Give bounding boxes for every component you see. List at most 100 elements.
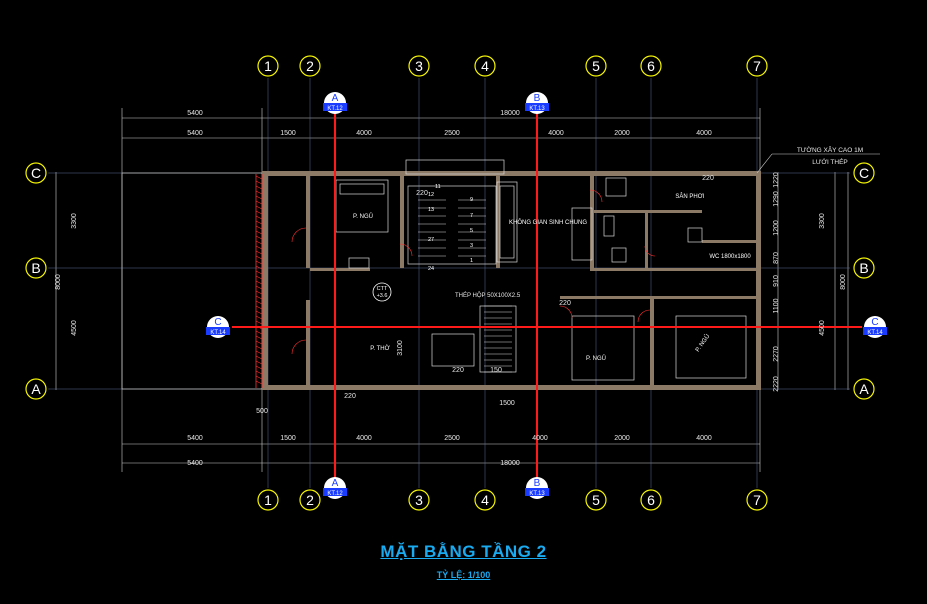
hatch-line xyxy=(255,360,263,365)
hatch-line xyxy=(255,255,263,260)
grid-axis-label: A xyxy=(859,381,869,397)
dim-bottom-1: 5400 xyxy=(187,435,203,442)
dim-top-6: 2000 xyxy=(614,130,630,137)
section-marker-c-left: C KT.14 xyxy=(206,316,230,338)
dim-misc-5: 220 xyxy=(559,300,571,307)
dim-right-inner-6: 1100 xyxy=(773,298,780,313)
grid-axis-bubble: 4 xyxy=(474,55,496,77)
grid-axis-label: C xyxy=(859,165,869,181)
stair-number: 27 xyxy=(428,237,434,243)
balcony-railing xyxy=(255,174,263,388)
stair-numbers: 11 12 13 27 24 9 7 5 3 1 xyxy=(428,184,473,272)
hatch-line xyxy=(255,295,263,300)
hatch-line xyxy=(255,310,263,315)
hatch-line xyxy=(255,340,263,345)
room-bedroom-1: P. NGỦ xyxy=(353,213,373,220)
hatch-line xyxy=(255,200,263,205)
dim-left-2: 8000 xyxy=(55,274,62,290)
stair-number: 3 xyxy=(470,243,473,249)
annotations: TƯỜNG XÂY CAO 1M LƯỚI THÉP THÉP HỘP 50X1… xyxy=(372,145,880,302)
grid-axis-bubble: 6 xyxy=(640,55,662,77)
section-ref: KT.13 xyxy=(529,106,545,112)
grid-axis-label: 1 xyxy=(264,58,272,74)
dim-right-inner-5: 910 xyxy=(773,275,780,287)
dim-bottom-total-1: 5400 xyxy=(187,460,203,467)
section-letter: C xyxy=(214,317,221,328)
hatch-line xyxy=(255,355,263,360)
grid-axis-bubble: 3 xyxy=(408,489,430,511)
hatch-line xyxy=(255,335,263,340)
dimension-lines xyxy=(55,108,849,472)
hatch-line xyxy=(255,375,263,380)
dim-top-4: 2500 xyxy=(444,130,460,137)
wall-note-line-1: TƯỜNG XÂY CAO 1M xyxy=(797,145,863,154)
grid-axis-label: 7 xyxy=(753,58,761,74)
dim-misc-2: 220 xyxy=(702,175,714,182)
grid-axis-bubble: 1 xyxy=(257,55,279,77)
grid-axis-bubble: 5 xyxy=(585,55,607,77)
stair-number: 7 xyxy=(470,213,473,219)
stair-number: 12 xyxy=(428,192,434,198)
section-marker-c-right: C KT.14 xyxy=(863,316,887,338)
dim-right-inner-1: 1220 xyxy=(773,172,780,188)
section-letter: B xyxy=(534,93,541,104)
hatch-line xyxy=(255,265,263,270)
dim-misc-1: 220 xyxy=(416,190,428,197)
grid-axis-label: 4 xyxy=(481,58,489,74)
hatch-line xyxy=(255,365,263,370)
grid-axis-label: C xyxy=(31,165,41,181)
hatch-line xyxy=(255,185,263,190)
grid-axis-bubble: 7 xyxy=(746,489,768,511)
hatch-line xyxy=(255,240,263,245)
dim-left-3: 4500 xyxy=(71,320,78,336)
hatch-line xyxy=(255,205,263,210)
hatch-line xyxy=(255,245,263,250)
hatch-line xyxy=(255,260,263,265)
grid-axis-label: 6 xyxy=(647,58,655,74)
dimension-texts: 5400 18000 5400 1500 4000 2500 4000 2000… xyxy=(55,110,847,467)
room-wc-note: WC 1800x1800 xyxy=(709,254,751,260)
section-ref: KT.12 xyxy=(327,106,343,112)
room-labels: P. NGỦ KHÔNG GIAN SINH CHUNG SÂN PHƠI P.… xyxy=(353,193,751,362)
section-marker-b-bottom: B KT.13 xyxy=(525,477,549,499)
grid-axis-bubble: A xyxy=(25,378,47,400)
room-balcony: SÂN PHƠI xyxy=(675,193,704,200)
dim-top-total-1: 5400 xyxy=(187,110,203,117)
section-ref: KT.12 xyxy=(327,491,343,497)
section-marker-a-top: A KT.12 xyxy=(323,92,347,114)
grid-axis-label: 3 xyxy=(415,58,423,74)
hatch-line xyxy=(255,275,263,280)
hatch-line xyxy=(255,215,263,220)
grid-axis-bubble: 7 xyxy=(746,55,768,77)
dim-bottom-2: 1500 xyxy=(280,435,296,442)
dim-bottom-total-2: 18000 xyxy=(500,460,520,467)
grid-axis-label: 3 xyxy=(415,492,423,508)
grid-axis-label: 2 xyxy=(306,58,314,74)
dim-right-inner-2: 1290 xyxy=(773,191,780,207)
grid-axis-bubble: 4 xyxy=(474,489,496,511)
grid-axis-bubble: 1 xyxy=(257,489,279,511)
railing-hatch xyxy=(255,175,263,385)
dim-bottom-4: 2500 xyxy=(444,435,460,442)
grid-axis-label: 7 xyxy=(753,492,761,508)
interior-walls xyxy=(306,176,760,388)
grid-axis-bubble: 2 xyxy=(299,489,321,511)
dim-right-outer-1: 3300 xyxy=(819,213,826,229)
hatch-line xyxy=(255,285,263,290)
section-letter: A xyxy=(332,478,339,489)
stair-treads xyxy=(418,199,512,373)
grid-axis-label: A xyxy=(31,381,41,397)
dim-top-total-2: 18000 xyxy=(500,110,520,117)
grid-axis-label: 2 xyxy=(306,492,314,508)
section-ref: KT.13 xyxy=(529,491,545,497)
stair-number: 24 xyxy=(428,266,434,272)
hatch-line xyxy=(255,250,263,255)
dim-misc-4: 220 xyxy=(344,393,356,400)
room-worship: P. THỜ xyxy=(370,345,390,352)
room-bedroom-3: P. NGỦ xyxy=(694,333,711,353)
hatch-line xyxy=(255,180,263,185)
dim-top-5: 4000 xyxy=(548,130,564,137)
dim-top-3: 4000 xyxy=(356,130,372,137)
dim-misc-3: 220 xyxy=(452,367,464,374)
